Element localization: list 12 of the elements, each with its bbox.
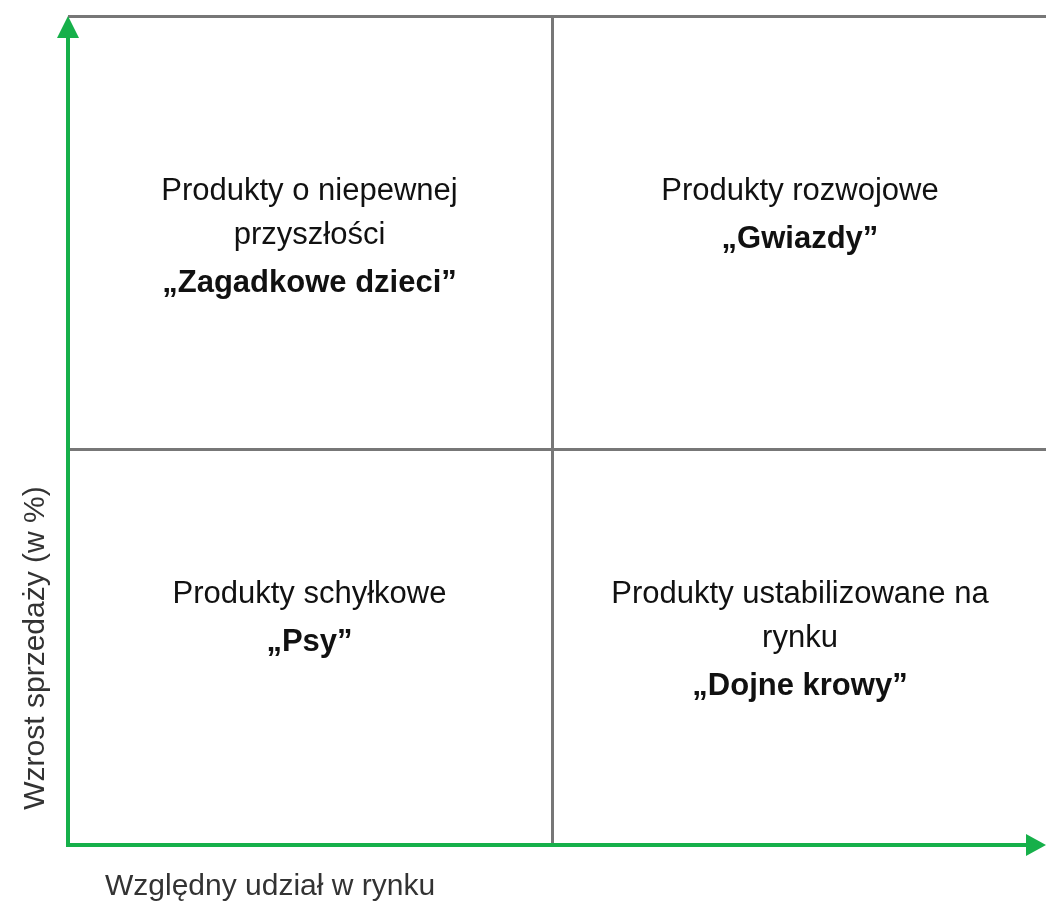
matrix-quadrant	[554, 15, 1046, 451]
quadrant-description: Produkty o niepewnej przyszłości	[160, 171, 459, 253]
quadrant-name: „Gwiazdy”	[721, 219, 879, 257]
quadrant-name: „Zagadkowe dzieci”	[162, 263, 457, 301]
quadrant-description: Produkty schyłkowe	[172, 574, 447, 612]
matrix-quadrant	[68, 15, 554, 451]
axis-label: Względny udział w rynku	[105, 868, 436, 902]
quadrant-description: Produkty ustabilizowane na rynku	[610, 574, 990, 656]
quadrant-description: Produkty rozwojowe	[661, 171, 939, 209]
quadrant-name: „Psy”	[266, 622, 353, 660]
axis-label: Wzrost sprzedaży (w %)	[17, 486, 51, 810]
quadrant-name: „Dojne krowy”	[692, 666, 908, 704]
